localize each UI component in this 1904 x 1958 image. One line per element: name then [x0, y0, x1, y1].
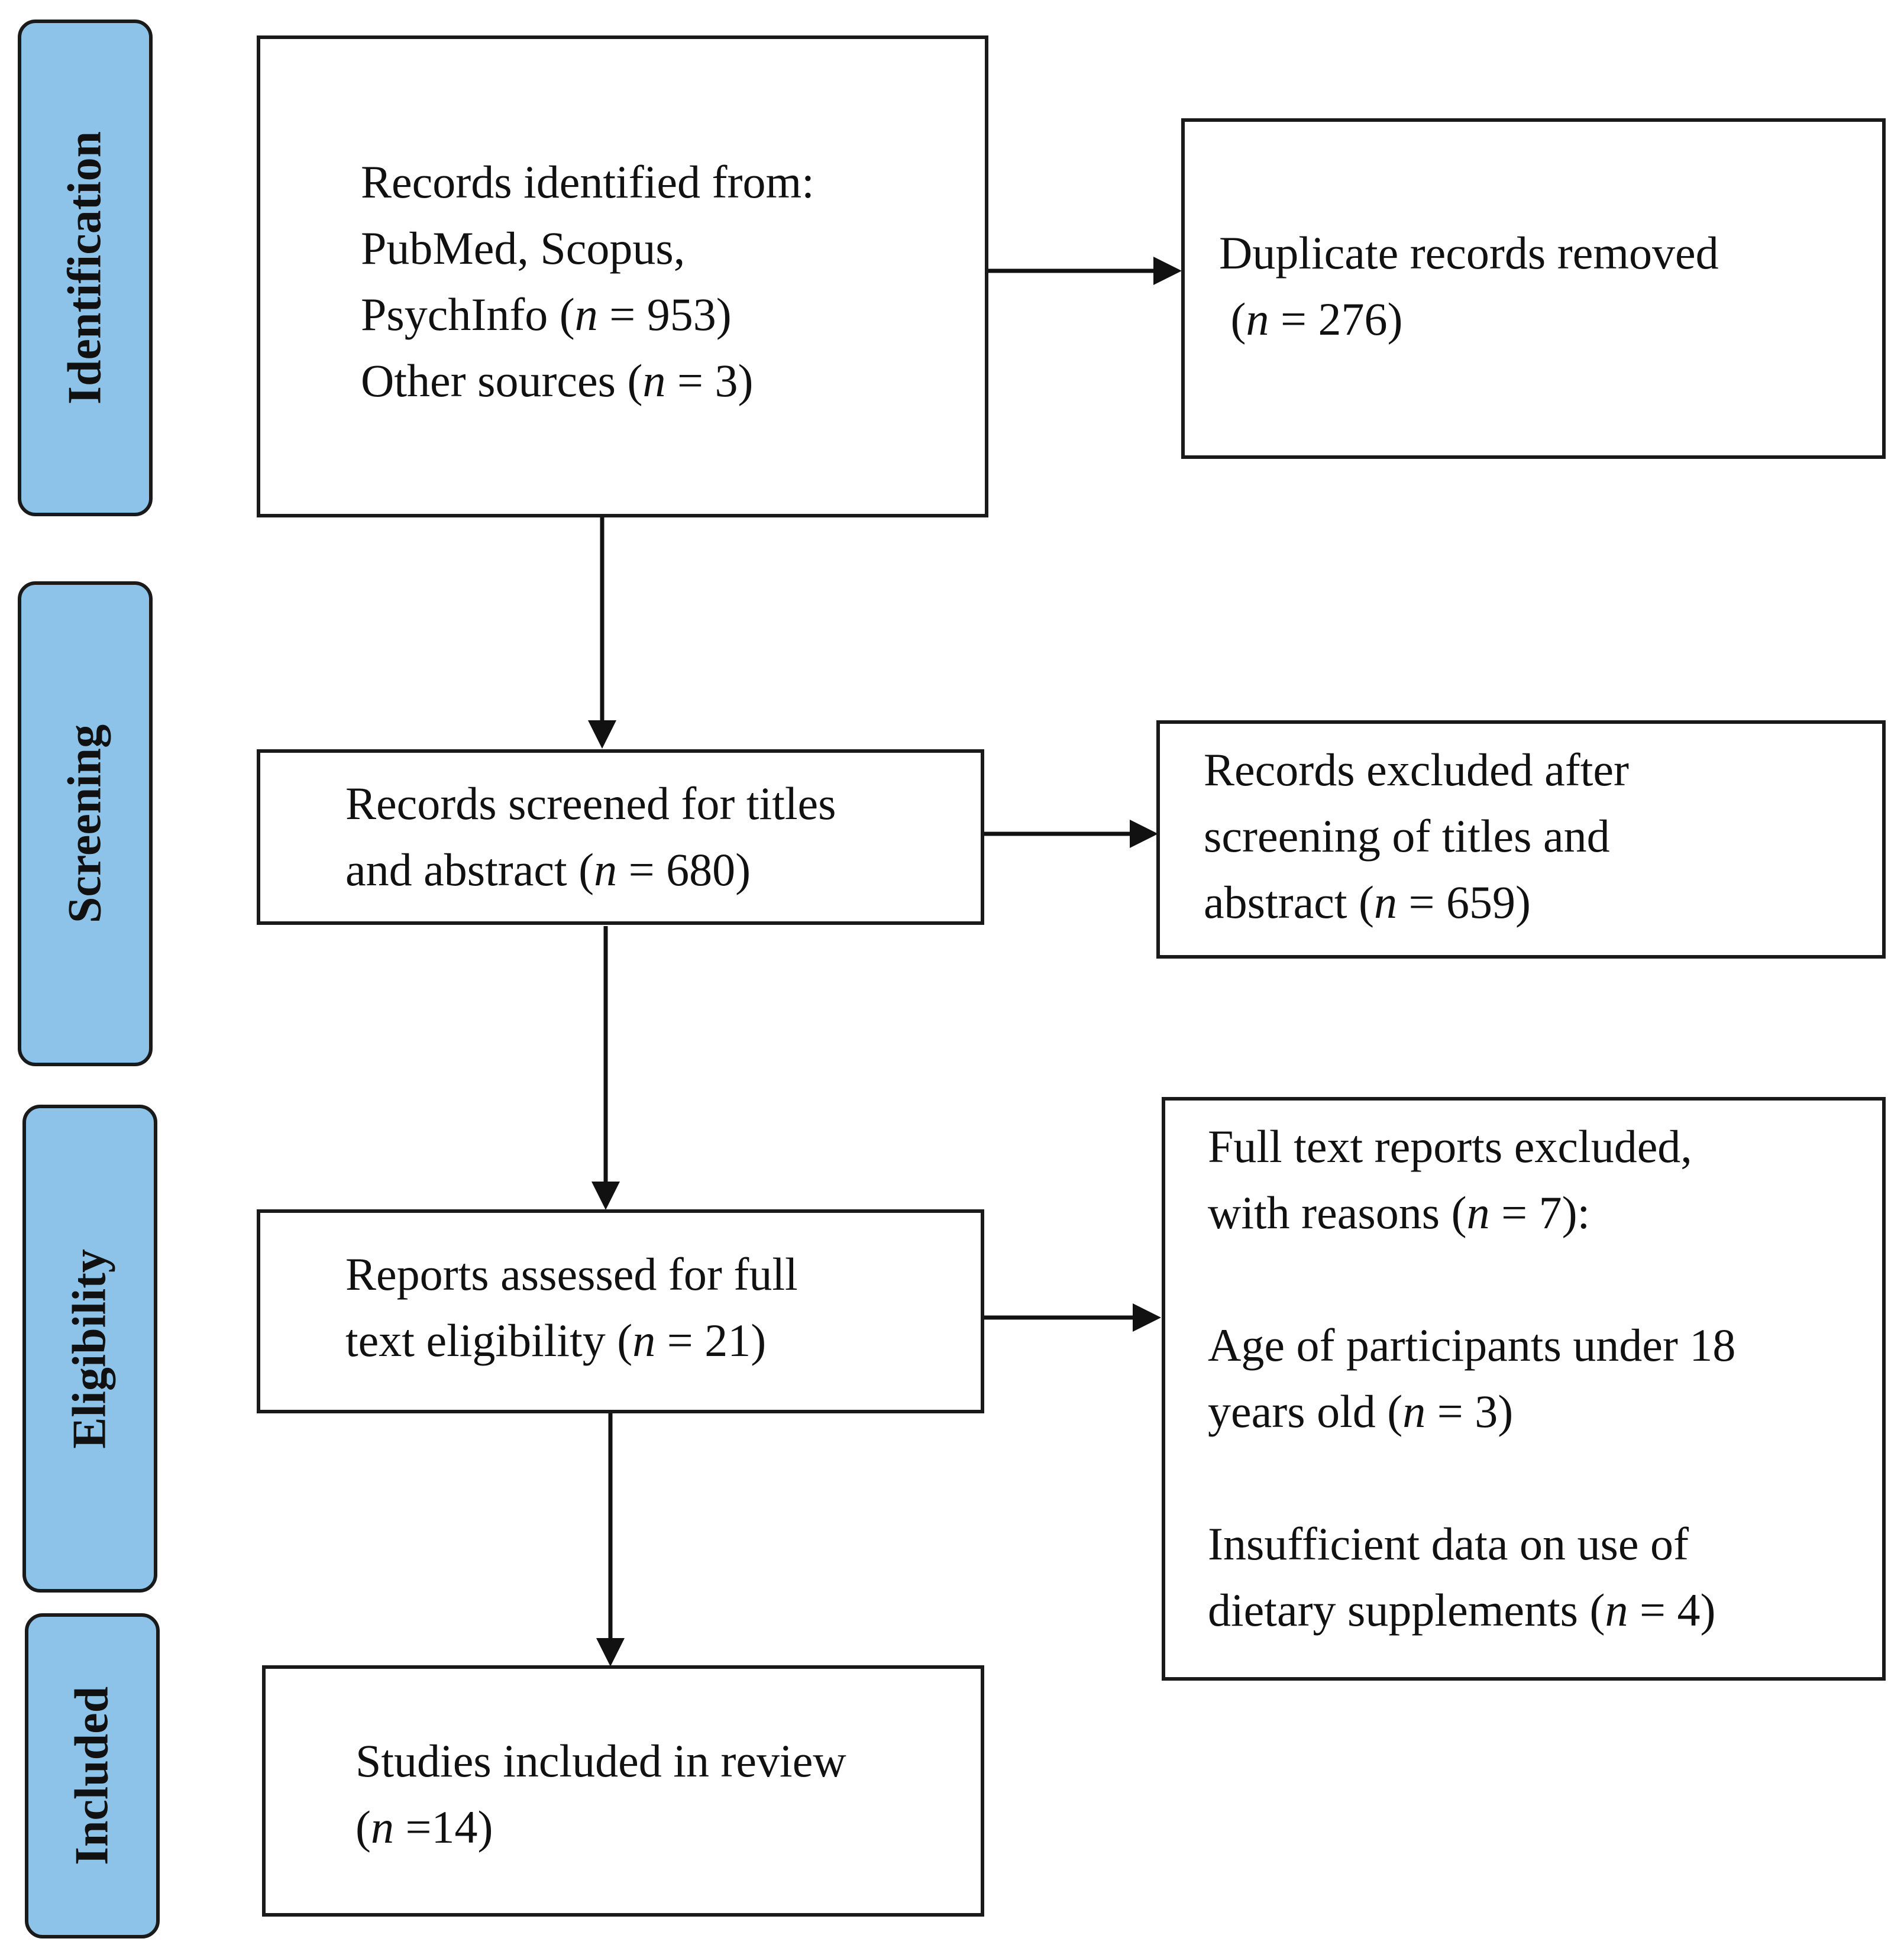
duplicates-removed-text: Duplicate records removed (n = 276) — [1219, 220, 1719, 352]
duplicates-removed-line-1: Duplicate records removed — [1219, 227, 1719, 279]
phase-eligibility: Eligibility — [22, 1105, 157, 1593]
arrow-assessed-to-included — [596, 1413, 625, 1666]
records-identified-text: Records identified from: PubMed, Scopus,… — [361, 149, 814, 414]
studies-included-text: Studies included in review (n =14) — [355, 1728, 846, 1860]
reports-excluded-line-2: with reasons (n = 7): — [1208, 1187, 1591, 1238]
records-excluded-box: Records excluded after screening of titl… — [1156, 720, 1886, 959]
phase-screening: Screening — [18, 581, 153, 1066]
arrow-to-records-excluded — [982, 820, 1158, 848]
records-screened-line-2: and abstract (n = 680) — [345, 844, 751, 895]
records-excluded-text: Records excluded after screening of titl… — [1204, 737, 1629, 936]
records-excluded-line-2: screening of titles and — [1204, 810, 1610, 862]
records-identified-line-1: Records identified from: — [361, 156, 814, 208]
arrow-identified-to-screened — [588, 517, 616, 749]
reports-excluded-box: Full text reports excluded, with reasons… — [1162, 1097, 1886, 1681]
reports-assessed-line-1: Reports assessed for full — [345, 1248, 798, 1300]
reports-excluded-text: Full text reports excluded, with reasons… — [1208, 1114, 1735, 1643]
reports-assessed-text: Reports assessed for full text eligibili… — [345, 1241, 798, 1374]
records-identified-line-4: Other sources (n = 3) — [361, 355, 754, 406]
studies-included-line-1: Studies included in review — [355, 1735, 846, 1787]
reports-excluded-line-4: Age of participants under 18 — [1208, 1319, 1736, 1371]
arrow-to-reports-excluded — [982, 1303, 1161, 1332]
phase-identification: Identification — [18, 20, 153, 516]
reports-excluded-spacer-1 — [1208, 1246, 1735, 1312]
reports-excluded-line-7: Insufficient data on use of — [1208, 1518, 1689, 1569]
records-screened-line-1: Records screened for titles — [345, 778, 836, 829]
reports-excluded-line-5: years old (n = 3) — [1208, 1386, 1514, 1437]
arrow-to-duplicates-removed — [985, 257, 1182, 285]
records-excluded-line-1: Records excluded after — [1204, 744, 1629, 795]
duplicates-removed-box: Duplicate records removed (n = 276) — [1181, 118, 1886, 459]
reports-assessed-line-2: text eligibility (n = 21) — [345, 1315, 767, 1366]
reports-assessed-box: Reports assessed for full text eligibili… — [257, 1209, 984, 1413]
records-identified-line-2: PubMed, Scopus, — [361, 222, 686, 274]
phase-included: Included — [25, 1613, 160, 1938]
studies-included-box: Studies included in review (n =14) — [262, 1665, 984, 1917]
studies-included-line-2: (n =14) — [355, 1801, 493, 1853]
records-excluded-line-3: abstract (n = 659) — [1204, 876, 1531, 928]
reports-excluded-spacer-2 — [1208, 1445, 1735, 1511]
records-screened-box: Records screened for titles and abstract… — [257, 749, 984, 925]
records-identified-line-3: PsychInfo (n = 953) — [361, 289, 732, 340]
records-identified-box: Records identified from: PubMed, Scopus,… — [257, 35, 988, 517]
duplicates-removed-line-2: (n = 276) — [1219, 293, 1403, 345]
reports-excluded-line-1: Full text reports excluded, — [1208, 1121, 1692, 1172]
arrow-screened-to-assessed — [591, 926, 620, 1210]
reports-excluded-line-8: dietary supplements (n = 4) — [1208, 1584, 1716, 1636]
records-screened-text: Records screened for titles and abstract… — [345, 771, 836, 903]
